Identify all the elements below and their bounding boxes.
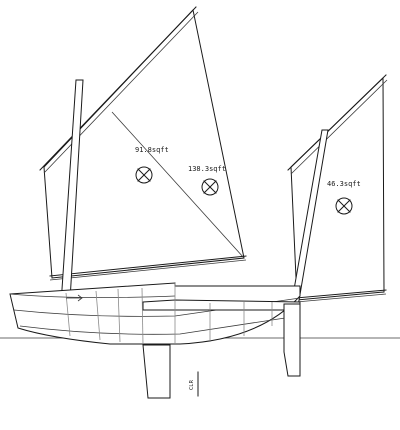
center-of-effort-marker-3 — [335, 197, 353, 215]
centerboard — [142, 344, 171, 399]
sail-3 — [287, 74, 388, 303]
sail-3-area-label: 46.3sqft — [327, 180, 361, 188]
clr-label: CLR — [189, 379, 195, 390]
sail-1 — [39, 6, 247, 281]
center-of-effort-marker-1 — [135, 166, 153, 184]
sail-2 — [111, 111, 245, 259]
sail-2-area-label: 138.3sqft — [188, 165, 226, 173]
center-of-effort-marker-2 — [201, 178, 219, 196]
clr-marker: CLR — [189, 371, 199, 397]
rudder — [283, 303, 301, 377]
hull — [9, 282, 301, 345]
sail-1-area-label: 91.8sqft — [135, 146, 169, 154]
